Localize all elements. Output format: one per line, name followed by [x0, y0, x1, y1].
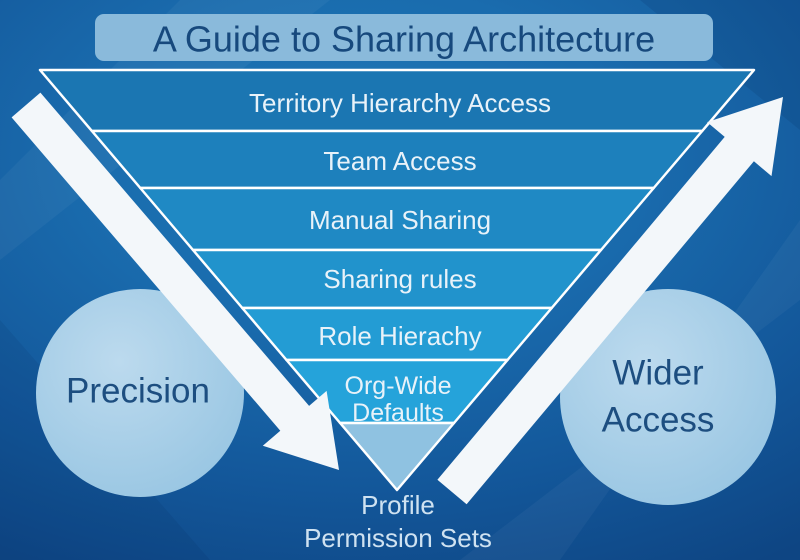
profile-permission-label-line1: Profile: [361, 490, 435, 520]
funnel-layer-label: Sharing rules: [323, 264, 476, 294]
page-title: A Guide to Sharing Architecture: [153, 19, 655, 60]
funnel-layer-label-line2: Defaults: [352, 399, 444, 427]
wider-access-bubble: [560, 289, 776, 505]
funnel-layer-label: Role Hierachy: [318, 321, 481, 351]
title-box: [95, 14, 713, 61]
funnel-layer-label: Territory Hierarchy Access: [249, 88, 551, 118]
profile-permission-label-line2: Permission Sets: [304, 523, 492, 553]
precision-bubble: [36, 289, 244, 497]
wider-access-label-line2: Access: [602, 401, 715, 440]
precision-label: Precision: [66, 372, 210, 411]
precision-arrow-icon: [11, 92, 339, 470]
wider-access-arrow-icon: [437, 97, 783, 505]
wider-access-label-line1: Wider: [612, 354, 704, 393]
funnel-layer-label: Manual Sharing: [309, 205, 491, 235]
funnel-tip: [338, 421, 456, 492]
funnel-layer-label: Team Access: [323, 146, 476, 176]
funnel-layer-label-line1: Org-Wide: [345, 372, 452, 400]
